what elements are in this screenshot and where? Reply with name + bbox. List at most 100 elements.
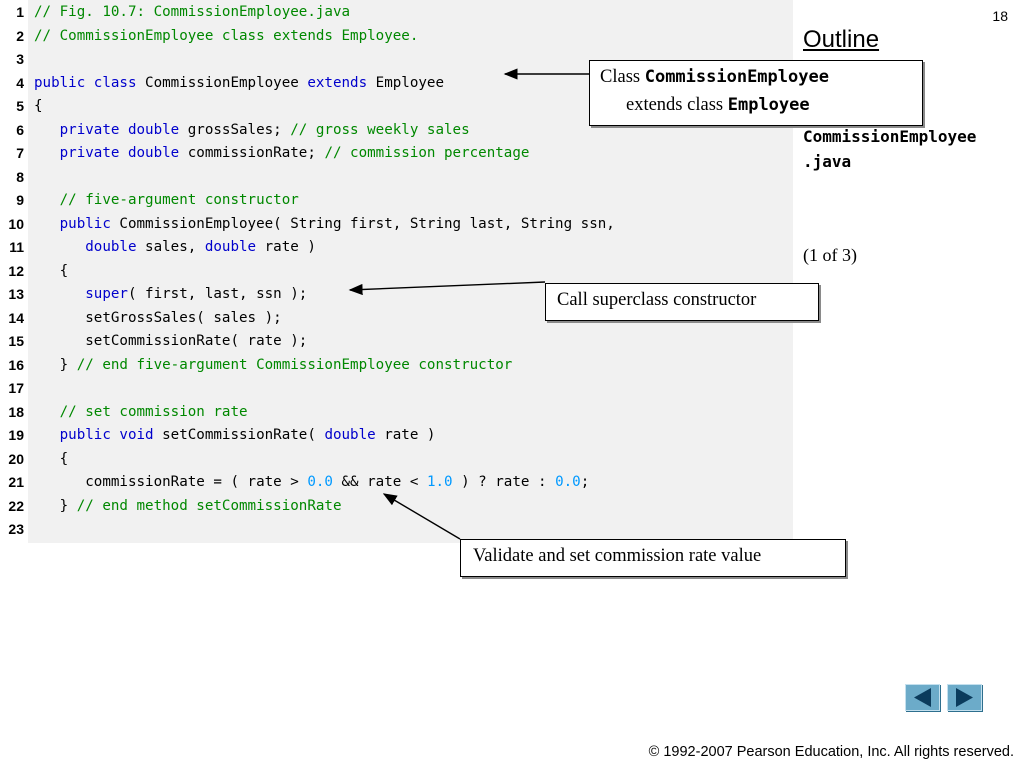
outline-link[interactable]: Outline <box>803 26 880 53</box>
callout-superclass-text: Call superclass constructor <box>557 290 757 310</box>
code-number: 0.0 <box>555 474 581 490</box>
arrow-superclass <box>348 281 546 296</box>
code-text: { <box>34 259 69 283</box>
line-number: 15 <box>8 333 24 349</box>
code-text: setCommissionRate( rate ); <box>34 329 307 353</box>
callout-class-extends: Class CommissionEmployee extends class E… <box>589 60 923 126</box>
next-slide-button[interactable] <box>947 684 982 711</box>
code-comment: // Fig. 10.7: CommissionEmployee.java <box>34 4 351 20</box>
callout-superclass-constructor: Call superclass constructor <box>545 283 819 321</box>
code-token: rate ) <box>375 427 436 443</box>
code-keyword: double <box>324 427 376 443</box>
code-text: setGrossSales( sales ); <box>34 306 282 330</box>
code-keyword: private double <box>59 121 180 138</box>
code-comment: // gross weekly sales <box>290 121 470 138</box>
code-keyword: private double <box>59 145 180 161</box>
line-number: 20 <box>8 450 24 467</box>
code-text: public CommissionEmployee( String first,… <box>34 212 615 236</box>
line-number: 18 <box>8 403 24 420</box>
code-token: setGrossSales( sales ); <box>34 309 282 326</box>
line-number: 6 <box>16 121 24 138</box>
code-token: Employee <box>367 74 445 91</box>
code-text: private double grossSales; // gross week… <box>34 118 470 142</box>
callout-validate-rate: Validate and set commission rate value <box>460 539 846 577</box>
previous-slide-button[interactable] <box>905 684 940 711</box>
line-number: 2 <box>16 27 24 44</box>
line-number: 21 <box>8 474 24 490</box>
line-number: 9 <box>16 192 24 208</box>
code-token: setCommissionRate( <box>153 427 325 443</box>
code-token: setCommissionRate( rate ); <box>34 333 308 349</box>
slide-number: 18 <box>992 8 1008 24</box>
code-number: 1.0 <box>426 474 453 490</box>
code-token: grossSales; <box>179 121 291 138</box>
line-number: 7 <box>16 145 24 161</box>
line-number: 13 <box>8 286 24 302</box>
line-number: 19 <box>8 427 24 443</box>
code-token: } <box>34 497 77 514</box>
line-number: 17 <box>8 380 24 396</box>
code-token: { <box>34 262 69 279</box>
code-text: // set commission rate <box>34 400 248 424</box>
code-text: double sales, double rate ) <box>34 235 316 259</box>
code-text: } // end method setCommissionRate <box>34 494 342 518</box>
code-comment: // end method setCommissionRate <box>76 497 342 514</box>
line-number-gutter <box>0 0 28 543</box>
triangle-right-icon <box>956 688 973 707</box>
code-comment: // set commission rate <box>59 403 248 420</box>
code-token: { <box>34 98 43 114</box>
code-comment: // five-argument constructor <box>59 192 299 208</box>
code-text: public class CommissionEmployee extends … <box>34 71 444 95</box>
callout-class-prefix: Class <box>600 67 645 87</box>
code-text: private double commissionRate; // commis… <box>34 141 530 165</box>
line-number: 10 <box>8 215 24 232</box>
callout-extends-text: extends class <box>626 95 728 115</box>
line-number: 11 <box>9 239 24 255</box>
file-title: CommissionEmployee .java <box>803 124 976 174</box>
code-comment: // commission percentage <box>324 145 530 161</box>
code-comment: // end five-argument CommissionEmployee … <box>76 356 513 373</box>
copyright-notice: © 1992-2007 Pearson Education, Inc. All … <box>648 744 1014 760</box>
part-indicator: (1 of 3) <box>803 245 857 265</box>
code-text: commissionRate = ( rate > 0.0 && rate < … <box>34 470 589 494</box>
file-title-ext: .java <box>803 152 852 171</box>
line-number: 1 <box>16 4 24 20</box>
code-text: } // end five-argument CommissionEmploye… <box>34 353 513 377</box>
line-number: 23 <box>8 521 24 537</box>
code-keyword: super <box>85 286 128 302</box>
code-keyword: double <box>204 239 257 255</box>
code-text: { <box>34 447 69 471</box>
code-keyword: public <box>59 215 111 232</box>
code-token: rate ) <box>256 239 316 255</box>
code-keyword: public void <box>59 427 154 443</box>
arrow-validate <box>382 493 461 540</box>
code-text: // five-argument constructor <box>34 188 299 212</box>
code-token: CommissionEmployee <box>136 74 308 91</box>
triangle-left-icon <box>914 688 931 707</box>
line-number: 22 <box>8 497 24 514</box>
line-number: 3 <box>16 51 24 67</box>
line-number: 8 <box>16 168 24 185</box>
line-number: 12 <box>8 262 24 279</box>
code-token: sales, <box>136 239 205 255</box>
code-token: commissionRate; <box>179 145 325 161</box>
callout-super-name: Employee <box>727 95 810 115</box>
code-keyword: public class <box>34 74 137 91</box>
line-number: 14 <box>8 309 24 326</box>
code-token: commissionRate = ( rate > <box>34 474 308 490</box>
code-text: // CommissionEmployee class extends Empl… <box>34 24 418 48</box>
code-keyword: double <box>85 239 137 255</box>
code-token: { <box>34 450 69 467</box>
code-keyword: extends <box>307 74 368 91</box>
line-number: 4 <box>16 74 24 91</box>
code-number: 0.0 <box>307 474 333 490</box>
code-token: ( first, last, ssn ); <box>127 286 308 302</box>
line-number: 5 <box>16 98 24 114</box>
code-token: && rate < <box>332 474 427 490</box>
code-token: } <box>34 356 77 373</box>
file-title-name: CommissionEmployee <box>803 127 977 146</box>
code-token: CommissionEmployee( String first, String… <box>110 215 615 232</box>
line-number: 16 <box>8 356 24 373</box>
code-text: // Fig. 10.7: CommissionEmployee.java <box>34 0 350 24</box>
